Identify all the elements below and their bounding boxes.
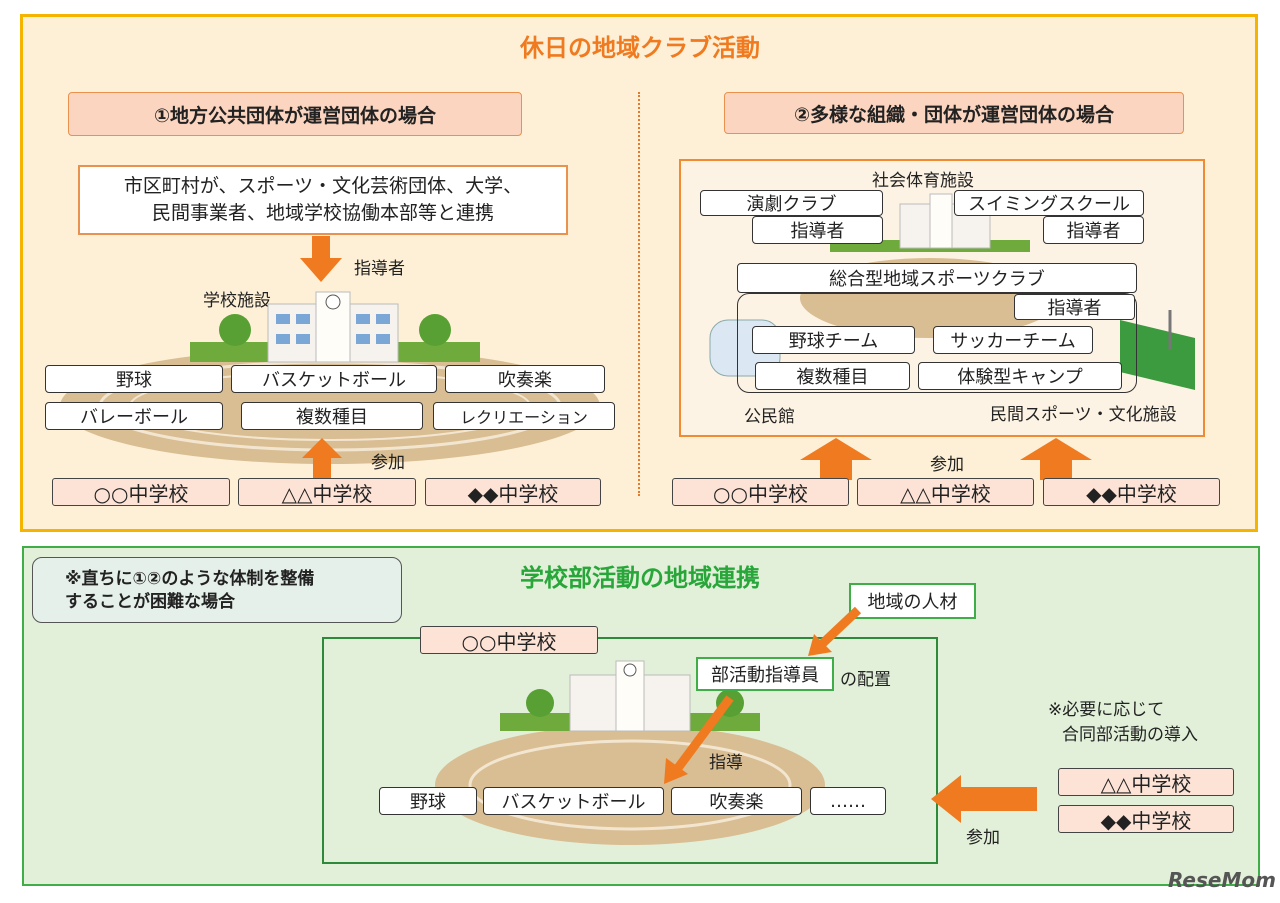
up-arrow-icon: [302, 438, 342, 478]
up-arrow-icon: [1020, 438, 1092, 480]
right-school-1: ○○中学校: [672, 478, 849, 506]
left-instructor-label: 指導者: [354, 259, 405, 279]
bottom-title: 学校部活動の地域連携: [520, 564, 760, 592]
activity-volleyball: バレーボール: [45, 402, 223, 430]
left-description: 市区町村が、スポーツ・文化芸術団体、大学、 民間事業者、地域学校協働本部等と連携: [78, 165, 568, 235]
left-facility-label: 学校施設: [203, 291, 271, 311]
instructor-drama: 指導者: [752, 216, 883, 244]
joint-note-line2: 合同部活動の導入: [1062, 725, 1198, 745]
experience-camp: 体験型キャンプ: [918, 362, 1122, 390]
other-school-1: △△中学校: [1058, 768, 1234, 796]
bottom-participate-label: 参加: [966, 828, 1000, 848]
activity-baseball: 野球: [45, 365, 223, 393]
panel-divider: [638, 92, 640, 496]
soccer-team: サッカーチーム: [933, 326, 1093, 354]
top-title: 休日の地域クラブ活動: [520, 34, 760, 62]
up-arrow-icon: [800, 438, 872, 480]
left-school-3: ◆◆中学校: [425, 478, 601, 506]
multiple-sports: 複数種目: [755, 362, 910, 390]
activity-multiple-sports: 複数種目: [241, 402, 423, 430]
down-left-arrow-icon: [664, 695, 734, 784]
instructor-sports-club: 指導者: [1014, 294, 1135, 320]
activity-recreation: レクリエーション: [433, 402, 615, 430]
school-illustration: [435, 660, 825, 845]
instructor-swimming: 指導者: [1043, 216, 1144, 244]
right-school-2: △△中学校: [857, 478, 1034, 506]
school-outline: [322, 637, 938, 864]
club-instructor: 部活動指導員: [696, 657, 834, 691]
activity-basketball: バスケットボール: [231, 365, 437, 393]
right-header: ②多様な組織・団体が運営団体の場合: [724, 92, 1184, 134]
resemom-logo: ReseMom: [1168, 868, 1276, 892]
left-description-line1: 市区町村が、スポーツ・文化芸術団体、大学、: [123, 175, 523, 198]
left-participate-label: 参加: [371, 453, 405, 473]
main-school: ○○中学校: [420, 626, 598, 654]
activity-brass-band: 吹奏楽: [445, 365, 605, 393]
left-school-1: ○○中学校: [52, 478, 230, 506]
left-arrow-icon: [931, 775, 1037, 823]
comprehensive-sports-club: 総合型地域スポーツクラブ: [737, 263, 1137, 293]
left-header: ①地方公共団体が運営団体の場合: [68, 92, 522, 136]
down-left-arrow-icon: [808, 606, 862, 656]
difficulty-note: ※直ちに①②のような体制を整備 することが困難な場合: [32, 557, 402, 623]
bottom-activity-more: ……: [810, 787, 886, 815]
down-arrow-icon: [300, 236, 342, 282]
right-participate-label: 参加: [930, 455, 964, 475]
baseball-team: 野球チーム: [752, 326, 915, 354]
bottom-activity-baseball: 野球: [379, 787, 477, 815]
local-talent: 地域の人材: [849, 583, 976, 619]
left-school-2: △△中学校: [238, 478, 416, 506]
private-facility-label: 民間スポーツ・文化施設: [990, 405, 1177, 425]
joint-note-line1: ※必要に応じて: [1048, 700, 1165, 720]
bottom-activity-basketball: バスケットボール: [483, 787, 664, 815]
note-line2: することが困難な場合: [65, 591, 235, 612]
sports-club-group: [737, 293, 1137, 393]
guidance-label: 指導: [709, 753, 743, 773]
right-school-3: ◆◆中学校: [1043, 478, 1220, 506]
other-school-2: ◆◆中学校: [1058, 805, 1234, 833]
social-facility-label: 社会体育施設: [872, 171, 974, 191]
drama-club: 演劇クラブ: [700, 190, 883, 216]
left-description-line2: 民間事業者、地域学校協働本部等と連携: [151, 202, 494, 224]
placement-label: の配置: [840, 670, 891, 690]
bottom-activity-brass-band: 吹奏楽: [671, 787, 802, 815]
note-line1: ※直ちに①②のような体制を整備: [65, 569, 315, 589]
swimming-school: スイミングスクール: [954, 190, 1144, 216]
community-center-label: 公民館: [744, 407, 795, 427]
